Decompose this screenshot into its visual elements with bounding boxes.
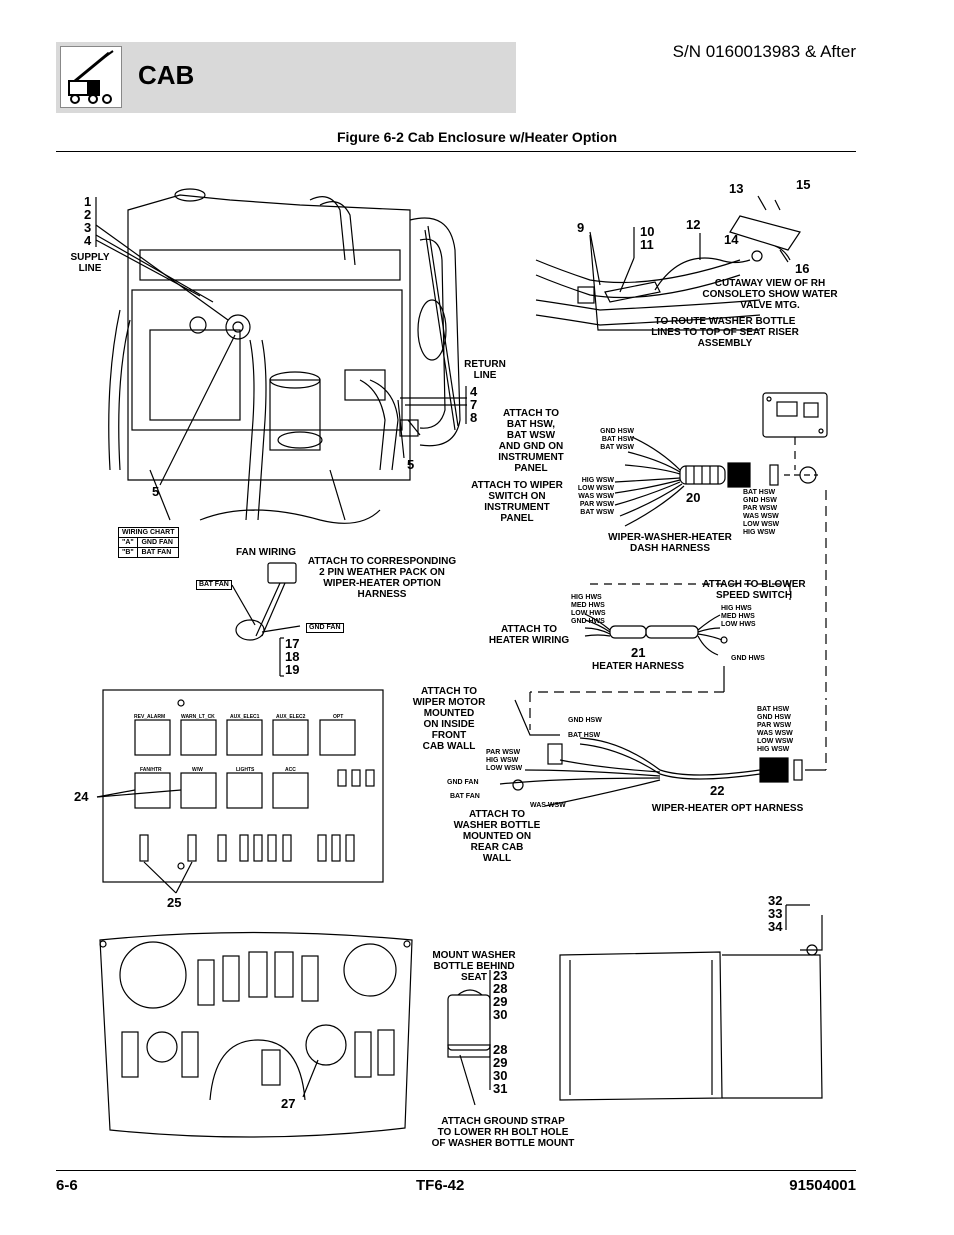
row2-relays xyxy=(134,772,309,809)
wire-tags-dash-right: BAT HSW GND HSW PAR WSW WAS WSW LOW WSW … xyxy=(743,489,780,536)
callout-5-left: 5 xyxy=(152,484,160,499)
label-attach-corresponding: ATTACH TO CORRESPONDING 2 PIN WEATHER PA… xyxy=(307,556,457,600)
callout-4-7-8: 4 7 8 xyxy=(470,384,478,425)
relay-label: AUX_ELEC2 xyxy=(276,714,306,720)
wire-tags-heater-left: HIG HWS MED HWS LOW HWS GND HWS xyxy=(571,594,606,625)
wire-tag-opt-gnd-hsw: GND HSW xyxy=(568,717,602,724)
relay-label: REV_ALARM xyxy=(134,714,166,720)
footer-rule xyxy=(56,1170,856,1171)
wire-tag-opt-bat-hsw: BAT HSW xyxy=(568,732,601,739)
telehandler-logo xyxy=(60,46,122,108)
wiring-chart-title: WIRING CHART xyxy=(118,527,179,538)
water-valve-drawing xyxy=(535,195,801,331)
wire-tag-opt-was: WAS WSW xyxy=(530,802,566,809)
heater-harness-drawing xyxy=(529,490,827,730)
wiring-chart-value: GND FAN xyxy=(137,537,179,548)
callout-21: 21 xyxy=(631,645,646,660)
figure-title: Figure 6-2 Cab Enclosure w/Heater Option xyxy=(336,129,618,145)
callout-1-4: 1 2 3 4 xyxy=(84,194,92,248)
label-attach-blower: ATTACH TO BLOWER SPEED SWITCH xyxy=(702,579,806,601)
section-title: CAB xyxy=(138,60,195,90)
header-rule xyxy=(56,151,856,152)
opt-harness-drawing xyxy=(499,699,827,807)
wire-tags-dash-top: GND HSW BAT HSW BAT WSW xyxy=(600,428,634,451)
label-attach-wiper-motor: ATTACH TO WIPER MOTOR MOUNTED ON INSIDE … xyxy=(412,686,486,752)
section-header-band xyxy=(56,42,516,113)
label-opt-harness: WIPER-HEATER OPT HARNESS xyxy=(651,803,804,814)
callout-14: 14 xyxy=(724,232,739,247)
wire-tag-fan-bat: BAT FAN xyxy=(196,580,232,590)
callout-24: 24 xyxy=(74,789,89,804)
radiator-fan-drawing xyxy=(409,217,461,447)
washer-bottle-drawing xyxy=(447,904,823,1106)
dash-harness-drawing xyxy=(614,436,818,527)
callout-15: 15 xyxy=(796,177,811,192)
fan-wiring-drawing xyxy=(231,562,301,677)
callout-23-30: 23 28 29 30 xyxy=(493,968,508,1022)
page-number: 6-6 xyxy=(56,1177,78,1194)
serial-range: S/N 0160013983 & After xyxy=(672,42,856,61)
label-return-line: RETURN LINE xyxy=(464,359,506,381)
callout-5-right: 5 xyxy=(407,457,415,472)
row1-relays xyxy=(134,719,356,756)
wiring-chart-key: "B" xyxy=(117,547,139,558)
label-heater-harness: HEATER HARNESS xyxy=(591,661,685,672)
label-attach-bat-hsw: ATTACH TO BAT HSW, BAT WSW AND GND ON IN… xyxy=(498,408,564,474)
wiring-chart-value: BAT FAN xyxy=(137,547,179,558)
engine-drawing xyxy=(108,188,421,524)
wire-tag-fan-gnd: GND FAN xyxy=(306,623,344,633)
wiring-chart-key: "A" xyxy=(117,537,139,548)
wire-tag-opt-gnd-fan: GND FAN xyxy=(447,779,479,786)
relay-label: AUX_ELEC1 xyxy=(230,714,260,720)
label-dash-harness: WIPER-WASHER-HEATER DASH HARNESS xyxy=(608,532,732,554)
callout-13: 13 xyxy=(729,181,744,196)
callout-17-19: 17 18 19 xyxy=(285,636,300,677)
callout-32-34: 32 33 34 xyxy=(768,893,783,934)
wiring-chart: WIRING CHART "A" GND FAN "B" BAT FAN xyxy=(117,527,179,558)
relay-label: FAN/HTR xyxy=(140,767,162,773)
wire-tags-opt-right: BAT HSW GND HSW PAR WSW WAS WSW LOW WSW … xyxy=(757,706,794,753)
label-attach-washer-bottle: ATTACH TO WASHER BOTTLE MOUNTED ON REAR … xyxy=(453,809,541,864)
wire-tag-opt-bat-fan: BAT FAN xyxy=(450,793,480,800)
callout-12: 12 xyxy=(686,217,701,232)
label-fan-wiring: FAN WIRING xyxy=(236,547,296,558)
wire-tags-opt-par: PAR WSW HIG WSW LOW WSW xyxy=(486,749,523,772)
document-number: 91504001 xyxy=(789,1177,856,1194)
callout-25: 25 xyxy=(167,895,182,910)
wire-tag-gnd-hws: GND HWS xyxy=(731,655,765,662)
label-cutaway-view: CUTAWAY VIEW OF RH CONSOLETO SHOW WATER … xyxy=(702,278,838,311)
callout-10-11: 10 11 xyxy=(640,224,655,252)
relay-label: LIGHTS xyxy=(236,767,255,773)
wire-tags-dash-bottom: HIG WSW LOW WSW WAS WSW PAR WSW BAT WSW xyxy=(577,477,614,516)
label-ground-strap: ATTACH GROUND STRAP TO LOWER RH BOLT HOL… xyxy=(431,1116,575,1149)
relay-label: OPT xyxy=(333,714,344,720)
wire-tags-heater-right: HIG HWS MED HWS LOW HWS xyxy=(721,605,756,628)
callout-28-31: 28 29 30 31 xyxy=(493,1042,508,1096)
callout-20: 20 xyxy=(686,490,701,505)
label-attach-wiper-switch: ATTACH TO WIPER SWITCH ON INSTRUMENT PAN… xyxy=(471,480,563,524)
label-mount-washer: MOUNT WASHER BOTTLE BEHIND SEAT xyxy=(432,950,516,983)
callout-27: 27 xyxy=(281,1096,296,1111)
relay-fuse-panel-drawing xyxy=(96,689,384,894)
callout-22: 22 xyxy=(710,783,725,798)
label-attach-heater: ATTACH TO HEATER WIRING xyxy=(488,624,570,646)
label-supply-line: SUPPLY LINE xyxy=(70,252,110,274)
relay-label: WARN_LT_CK xyxy=(181,714,215,720)
relay-label: W/W xyxy=(192,767,203,773)
callout-9: 9 xyxy=(577,220,585,235)
instrument-panel-drawing xyxy=(99,931,413,1138)
label-route-washer-lines: TO ROUTE WASHER BOTTLE LINES TO TOP OF S… xyxy=(651,316,799,349)
figure-reference: TF6-42 xyxy=(416,1177,465,1194)
relay-label: ACC xyxy=(285,767,296,773)
callout-16: 16 xyxy=(795,261,810,276)
